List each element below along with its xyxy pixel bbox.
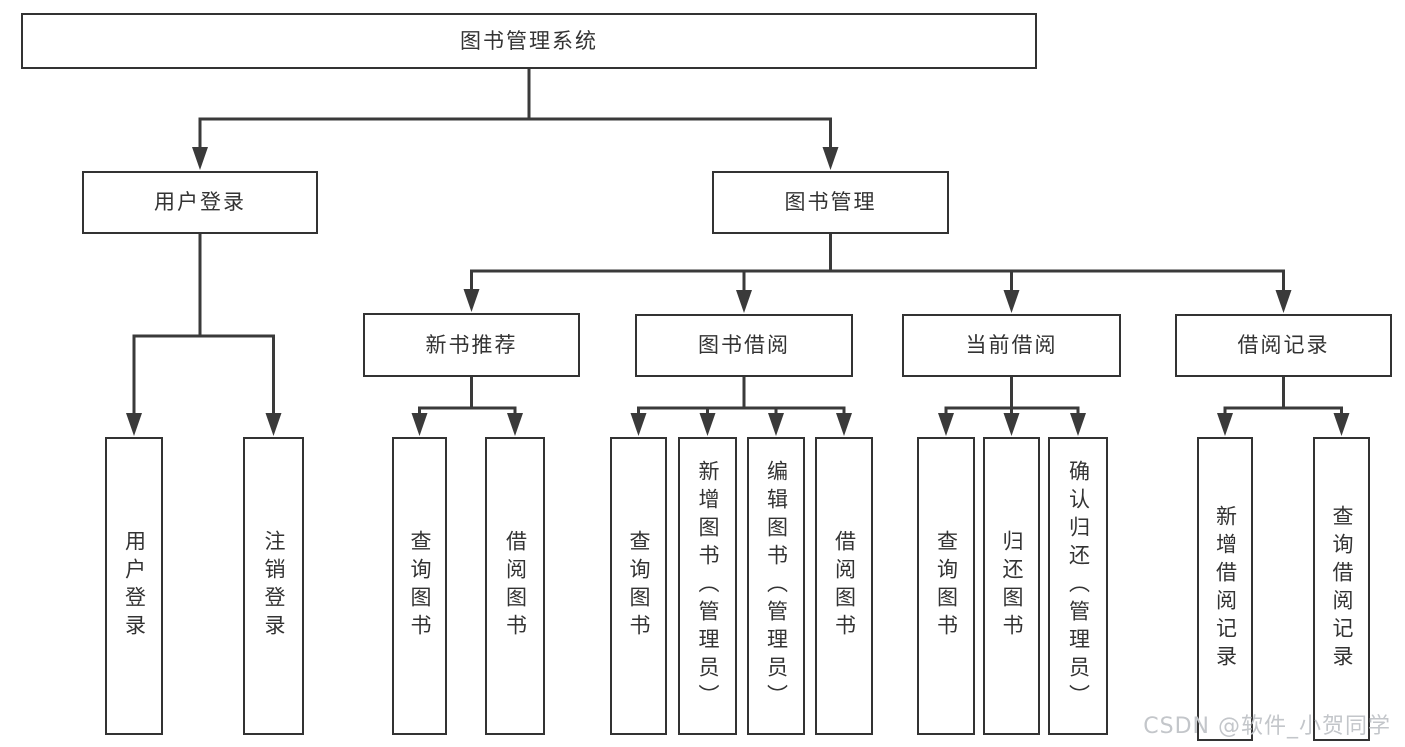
node-label: 借阅图书 — [832, 530, 857, 642]
node-label: 借阅图书 — [503, 530, 528, 642]
node-label: 注销登录 — [262, 530, 286, 642]
node-leaf-user-login: 用户登录 — [105, 437, 163, 735]
node-label: 新书推荐 — [425, 332, 518, 357]
node-book-borrow: 图书借阅 — [635, 314, 853, 377]
node-leaf-bb-borrow-book: 借阅图书 — [815, 437, 873, 735]
edge-borrow-record — [1217, 376, 1350, 436]
node-label: 用户登录 — [122, 530, 147, 642]
node-leaf-bb-edit-book: 编辑图书（管理员） — [747, 437, 805, 735]
edge-new-book-recommend — [411, 376, 523, 436]
edge-user-login — [126, 233, 282, 436]
node-label: 编辑图书（管理员） — [764, 460, 789, 712]
node-leaf-bb-add-book: 新增图书（管理员） — [678, 437, 737, 735]
node-leaf-logout: 注销登录 — [243, 437, 304, 735]
edge-current-borrow — [938, 376, 1086, 436]
node-user-login: 用户登录 — [82, 171, 318, 234]
node-label: 确认归还（管理员） — [1066, 460, 1091, 712]
node-label: 图书管理系统 — [460, 28, 598, 53]
node-label: 借阅记录 — [1237, 333, 1330, 357]
edge-book-management — [463, 233, 1292, 313]
node-label: 当前借阅 — [965, 333, 1058, 357]
edge-root — [192, 68, 839, 170]
node-label: 新增借阅记录 — [1213, 505, 1238, 673]
node-label: 图书借阅 — [698, 333, 790, 357]
node-label: 图书管理 — [784, 190, 877, 214]
node-label: 用户登录 — [154, 190, 246, 214]
node-leaf-cb-confirm: 确认归还（管理员） — [1048, 437, 1108, 735]
edge-book-borrow — [630, 376, 852, 436]
watermark-text: CSDN @软件_小贺同学 — [1143, 714, 1391, 739]
node-book-management: 图书管理 — [712, 171, 949, 234]
node-leaf-cb-query-book: 查询图书 — [917, 437, 975, 735]
node-root: 图书管理系统 — [21, 13, 1037, 69]
node-label: 查询图书 — [934, 530, 959, 642]
node-label: 查询图书 — [627, 530, 651, 642]
node-leaf-br-add-record: 新增借阅记录 — [1197, 437, 1253, 741]
node-leaf-bb-query-book: 查询图书 — [610, 437, 667, 735]
node-current-borrow: 当前借阅 — [902, 314, 1121, 377]
node-new-book-recommend: 新书推荐 — [363, 313, 580, 377]
node-leaf-br-query-record: 查询借阅记录 — [1313, 437, 1370, 741]
node-label: 归还图书 — [1000, 530, 1024, 642]
node-label: 查询图书 — [408, 530, 432, 642]
node-leaf-nbr-borrow-book: 借阅图书 — [485, 437, 545, 735]
node-label: 新增图书（管理员） — [696, 460, 720, 712]
node-leaf-nbr-query-book: 查询图书 — [392, 437, 447, 735]
node-leaf-cb-return-book: 归还图书 — [983, 437, 1040, 735]
node-label: 查询借阅记录 — [1330, 505, 1354, 673]
node-borrow-record: 借阅记录 — [1175, 314, 1392, 377]
